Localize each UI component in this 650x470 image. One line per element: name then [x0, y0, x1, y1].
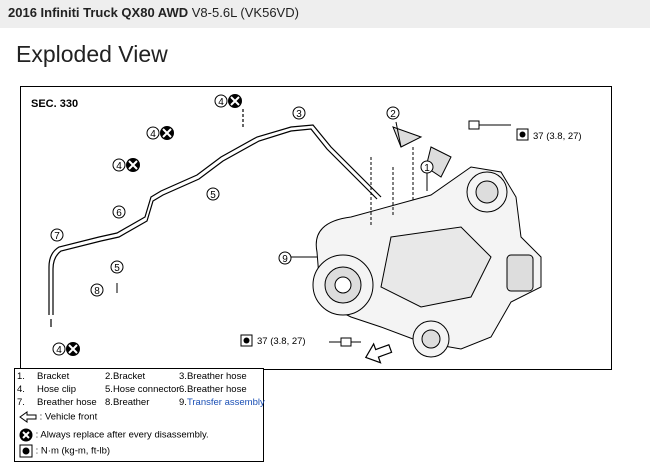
legend-vehicle-front: : Vehicle front	[19, 411, 97, 424]
svg-text:4: 4	[56, 345, 62, 356]
svg-text:9: 9	[282, 254, 288, 265]
callout-group: 1 2 3 5 5 6 7 8 9	[50, 106, 434, 297]
svg-text:5: 5	[210, 190, 216, 201]
callout-9: 9	[278, 251, 292, 265]
callout-4-top: 4	[214, 94, 242, 108]
callout-4-bottom: 4	[52, 342, 80, 356]
vehicle-front-arrow	[364, 342, 393, 364]
header-bar: 2016 Infiniti Truck QX80 AWD V8-5.6L (VK…	[0, 0, 650, 28]
legend-box: 1.Bracket 2.Bracket 3.Breather hose 4.Ho…	[14, 368, 265, 462]
replace-icon	[19, 428, 33, 442]
transfer-assembly-link[interactable]: Transfer assembly	[186, 397, 265, 408]
svg-text:1: 1	[424, 163, 430, 174]
svg-text:37 (3.8, 27): 37 (3.8, 27)	[257, 336, 306, 347]
callout-5b: 5	[110, 260, 124, 274]
vehicle-name: 2016 Infiniti Truck QX80 AWD	[8, 5, 189, 20]
vehicle-title: 2016 Infiniti Truck QX80 AWD V8-5.6L (VK…	[8, 5, 299, 20]
transfer-assembly-drawing	[312, 126, 542, 358]
callout-8: 8	[90, 283, 104, 297]
callout-5a: 5	[206, 187, 220, 201]
legend-item-1: 1.Bracket	[17, 371, 70, 382]
callout-7: 7	[50, 228, 64, 242]
svg-text:5: 5	[114, 263, 120, 274]
legend-item-8: 8.Breather	[105, 397, 150, 408]
svg-text:8: 8	[94, 286, 100, 297]
legend-item-5: 5.Hose connector	[105, 384, 180, 395]
diagram-svg: SEC. 330	[31, 94, 582, 364]
leader-lines	[116, 120, 511, 347]
legend-torque: : N·m (kg-m, ft-lb)	[19, 444, 110, 458]
vehicle-front-icon	[19, 411, 37, 423]
callout-6: 6	[112, 205, 126, 219]
svg-text:4: 4	[116, 161, 122, 172]
svg-text:7: 7	[54, 231, 60, 242]
svg-text:37 (3.8, 27): 37 (3.8, 27)	[533, 131, 582, 142]
hose-clip-callouts: 4 4 4 4	[52, 94, 242, 356]
svg-text:4: 4	[150, 129, 156, 140]
legend-item-3: 3.Breather hose	[179, 371, 247, 382]
callout-2: 2	[386, 106, 400, 120]
callout-4-a: 4	[146, 126, 174, 140]
section-label: SEC. 330	[31, 98, 78, 110]
svg-text:4: 4	[218, 97, 224, 108]
svg-text:6: 6	[116, 208, 122, 219]
legend-always-replace: : Always replace after every disassembly…	[19, 428, 209, 442]
torque-bottom: 37 (3.8, 27)	[240, 334, 306, 347]
callout-3: 3	[292, 106, 306, 120]
torque-icon	[19, 444, 33, 458]
callout-4-b: 4	[112, 158, 140, 172]
svg-text:3: 3	[296, 109, 302, 120]
svg-text:2: 2	[390, 109, 396, 120]
legend-item-4: 4.Hose clip	[17, 384, 77, 395]
legend-item-2: 2.Bracket	[105, 371, 146, 382]
exploded-view-diagram: SEC. 330	[20, 86, 612, 370]
hose-lines	[48, 109, 382, 327]
callout-1: 1	[420, 160, 434, 174]
torque-specs: 37 (3.8, 27) 37 (3.8, 27)	[240, 128, 582, 347]
engine-spec: V8-5.6L (VK56VD)	[191, 5, 299, 20]
torque-top: 37 (3.8, 27)	[516, 128, 582, 142]
legend-item-7: 7.Breather hose	[17, 397, 97, 408]
page-title: Exploded View	[16, 41, 168, 67]
legend-item-6: 6.Breather hose	[179, 384, 247, 395]
legend-item-9: 9.Transfer assembly	[179, 397, 265, 408]
